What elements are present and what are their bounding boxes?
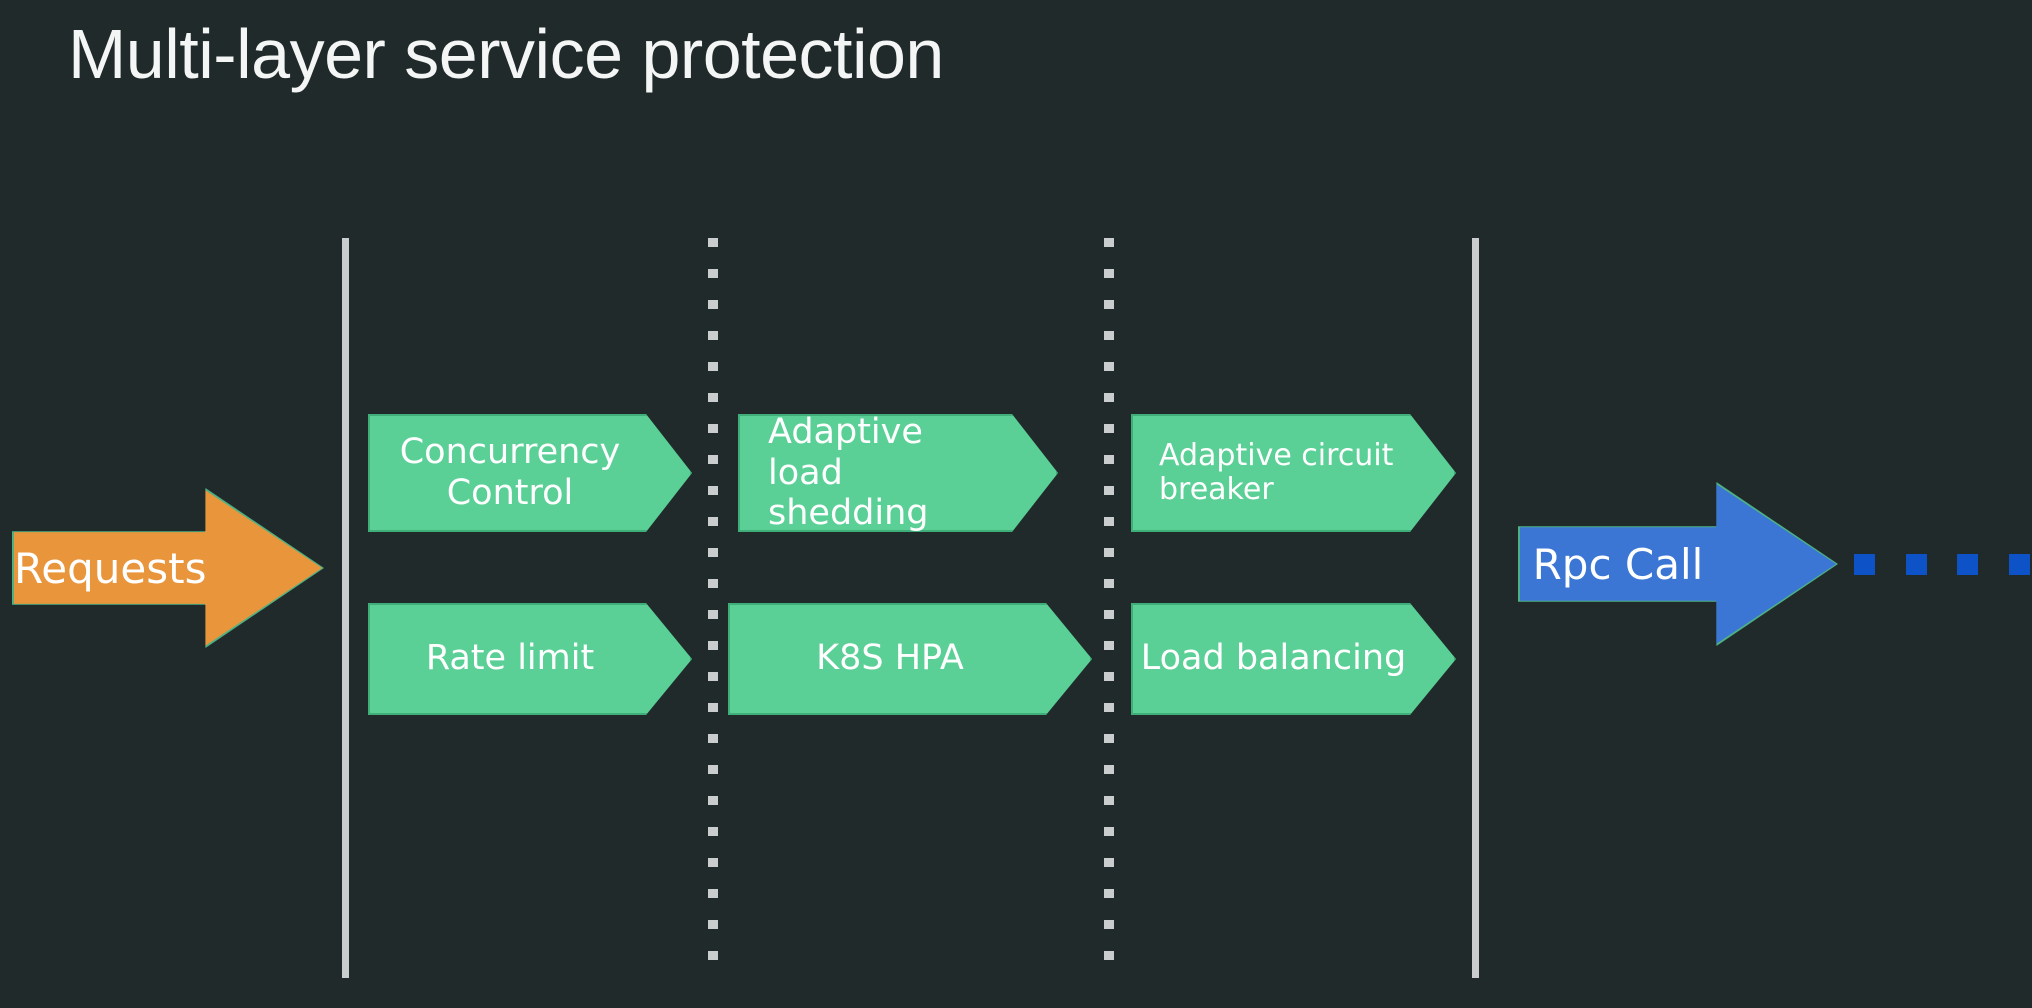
- rpc-call-arrow-body: Rpc Call: [1520, 484, 1836, 644]
- divider-dotted-1: [708, 238, 718, 974]
- trailing-dot-icon: [1905, 553, 1927, 575]
- stage-load-balancing[interactable]: Load balancing: [1131, 603, 1456, 715]
- stage-concurrency-control[interactable]: Concurrency Control: [368, 414, 692, 532]
- stage-rate-limit[interactable]: Rate limit: [368, 603, 692, 715]
- page-title: Multi-layer service protection: [68, 15, 944, 93]
- stage-adaptive-load-shedding[interactable]: Adaptive load shedding: [738, 414, 1058, 532]
- trailing-dot-icon: [1854, 553, 1875, 575]
- trailing-dot-icon: [1957, 553, 1979, 575]
- divider-rail-left: [342, 238, 349, 978]
- stage-label: K8S HPA: [816, 638, 964, 679]
- rpc-call-arrow[interactable]: Rpc Call: [1518, 482, 1838, 646]
- requests-arrow[interactable]: Requests: [12, 488, 324, 648]
- trailing-dot-icon: [2008, 553, 2030, 575]
- stage-label: Rate limit: [425, 638, 595, 679]
- stage-k8s-hpa[interactable]: K8S HPA: [728, 603, 1092, 715]
- stage-label: Adaptive load shedding: [768, 412, 929, 534]
- requests-arrow-body: Requests: [14, 490, 322, 646]
- stage-label: Concurrency Control: [399, 431, 621, 513]
- rpc-call-arrow-label: Rpc Call: [1532, 539, 1704, 589]
- divider-rail-right: [1472, 238, 1479, 978]
- divider-dotted-2: [1104, 238, 1114, 974]
- trailing-dots-group: [1854, 551, 2030, 577]
- stage-adaptive-circuit-breaker[interactable]: Adaptive circuit breaker: [1131, 414, 1456, 532]
- requests-arrow-label: Requests: [14, 543, 207, 593]
- stage-label: Load balancing: [1140, 638, 1407, 679]
- stage-label: Adaptive circuit breaker: [1159, 437, 1394, 507]
